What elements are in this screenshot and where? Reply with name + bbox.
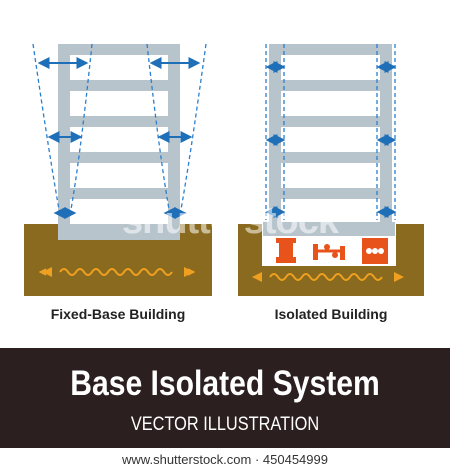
damper-icon [313, 244, 345, 260]
building-frame-left [58, 44, 180, 240]
sway-arrows-right [265, 61, 397, 218]
title-banner: Base Isolated System VECTOR ILLUSTRATION [0, 348, 450, 448]
banner-title: Base Isolated System [70, 364, 380, 403]
building-frame-right [263, 44, 395, 236]
footer: www.shutterstock.com · 450454999 [0, 449, 450, 470]
seismic-wave-icon-right [252, 272, 404, 282]
isolated-building [238, 44, 424, 296]
seismic-wave-icon [38, 267, 196, 277]
fixed-base-building [24, 43, 212, 296]
deformation-lines-right [265, 44, 396, 220]
deformation-lines-left [32, 43, 207, 216]
caption-isolated: Isolated Building [274, 306, 388, 322]
caption-fixed-base: Fixed-Base Building [50, 306, 186, 322]
base-isolator-icon-right [362, 238, 388, 264]
base-isolation-diagram [24, 43, 424, 296]
banner-subtitle: VECTOR ILLUSTRATION [130, 414, 320, 435]
base-isolator-icon [276, 238, 296, 263]
sway-arrows-left [37, 57, 201, 219]
footer-url: www.shutterstock.com · 450454999 [122, 452, 328, 467]
